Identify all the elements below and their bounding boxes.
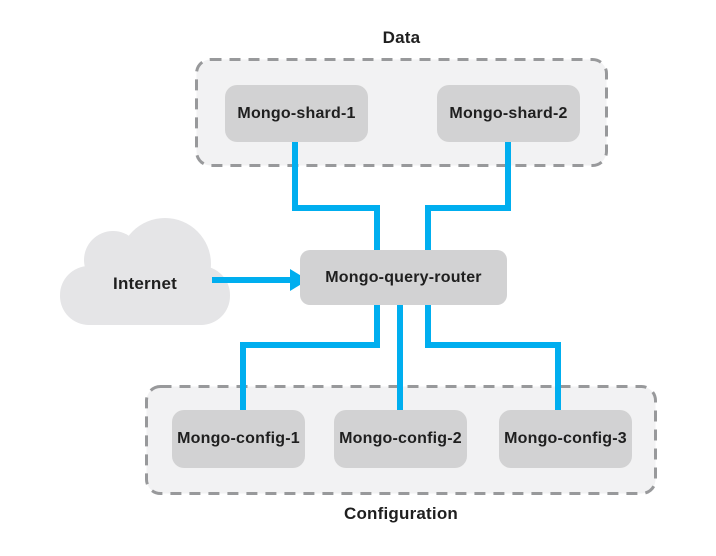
node-label: Mongo-config-1 (177, 430, 300, 447)
node-label: Mongo-shard-2 (449, 104, 568, 122)
configuration-group-label: Configuration (343, 504, 459, 523)
node-mongo-query-router: Mongo-query-router (300, 250, 507, 305)
edge-mongo-query-router-to-mongo-config-1 (240, 305, 380, 410)
edge-mongo-query-router-to-mongo-config-3 (425, 305, 561, 410)
edge-mongo-shard-1-to-mongo-query-router (292, 142, 380, 250)
node-label: Mongo-query-router (325, 268, 482, 286)
internet-label: Internet (113, 274, 177, 293)
node-mongo-shard-2: Mongo-shard-2 (437, 85, 580, 142)
edge-mongo-shard-2-to-mongo-query-router (425, 142, 511, 250)
node-mongo-shard-1: Mongo-shard-1 (225, 85, 368, 142)
node-label: Mongo-config-2 (339, 430, 462, 447)
node-mongo-config-3: Mongo-config-3 (499, 410, 632, 468)
internet-cloud-icon (60, 218, 230, 325)
arrow-head-icon (290, 269, 308, 291)
node-label: Mongo-shard-1 (237, 104, 356, 122)
node-mongo-config-1: Mongo-config-1 (172, 410, 305, 468)
node-mongo-config-2: Mongo-config-2 (334, 410, 467, 468)
node-label: Mongo-config-3 (504, 430, 627, 447)
data-group-label: Data (382, 28, 421, 47)
